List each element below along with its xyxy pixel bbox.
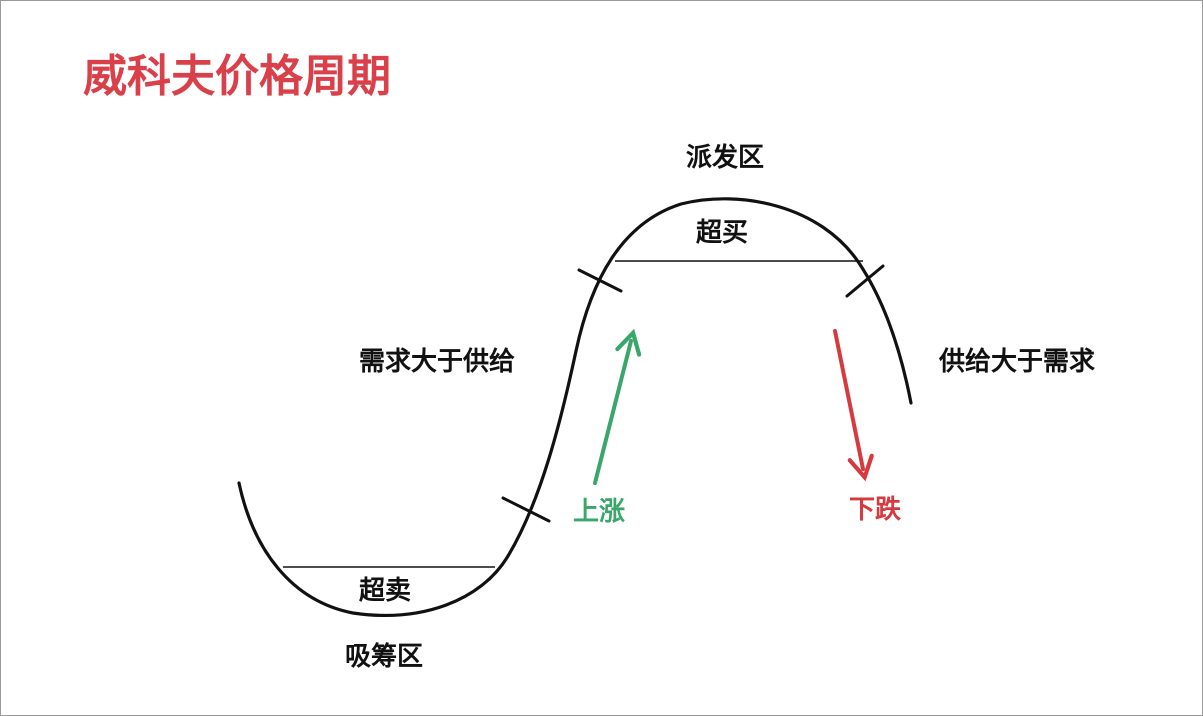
- fall-label: 下跌: [849, 495, 901, 525]
- accumulation-zone-label: 吸筹区: [345, 641, 423, 672]
- diagram-title: 威科夫价格周期: [83, 51, 391, 102]
- overbought-label: 超买: [696, 218, 748, 248]
- rise-arrow: [593, 328, 642, 485]
- fall-arrow: [833, 329, 874, 482]
- phase-tick-upper-right: [845, 264, 885, 298]
- oversold-label: 超卖: [359, 576, 411, 606]
- distribution-zone-label: 派发区: [686, 142, 764, 173]
- price-cycle-curve: [237, 197, 913, 617]
- supply-greater-than-demand-label: 供给大于需求: [938, 346, 1095, 377]
- demand-greater-than-supply-label: 需求大于供给: [359, 346, 515, 377]
- phase-tick-upper-left: [577, 268, 623, 293]
- rise-label: 上涨: [573, 497, 625, 527]
- phase-tick-lower: [501, 496, 551, 523]
